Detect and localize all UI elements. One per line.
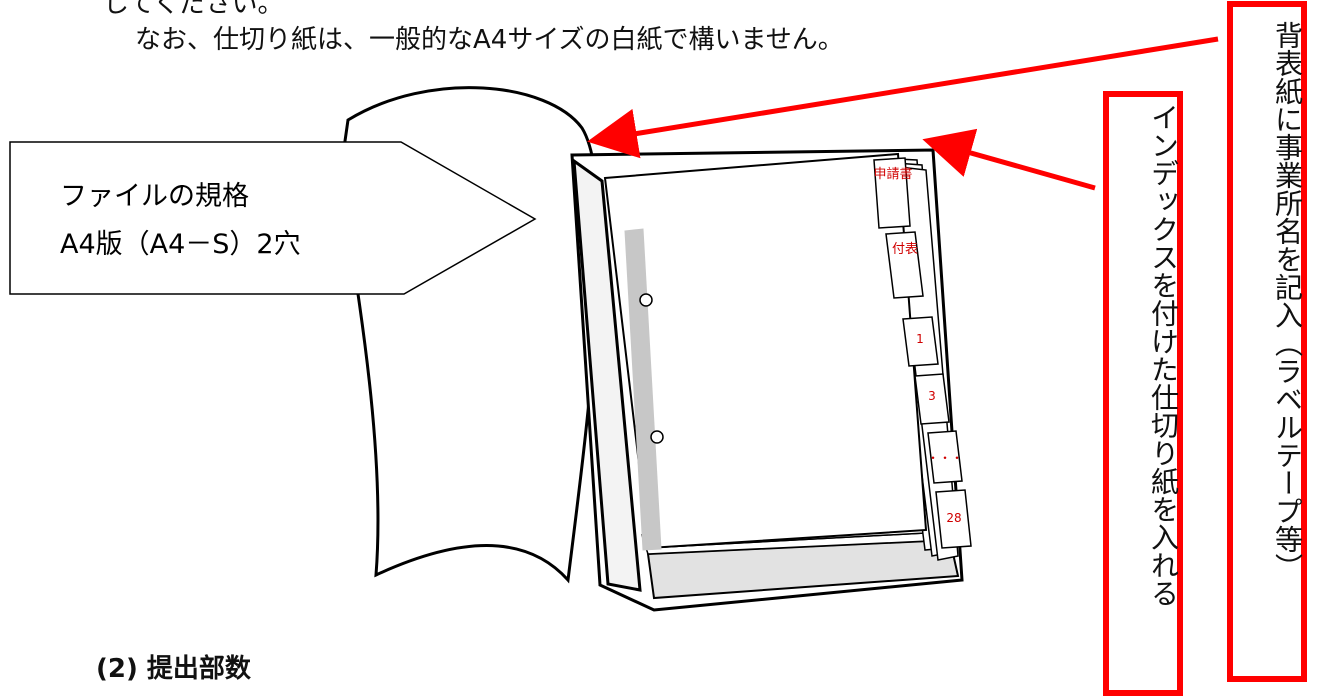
tab-fuhyo — [885, 231, 924, 299]
binding-strip — [624, 228, 662, 551]
tab-ellipsis — [927, 430, 963, 484]
tab-group: 申請書 付表 1 3 ・・・ 28 — [873, 157, 972, 549]
tab-ellipsis-label: ・・・ — [927, 451, 963, 465]
index-label-text: インデックスを付けた仕切り紙を入れる — [1147, 103, 1180, 607]
binder-spine — [572, 157, 642, 592]
tab-fuhyo-label: 付表 — [892, 242, 918, 257]
tab-shinseisho-label: 申請書 — [873, 167, 912, 182]
binding-hole-top — [639, 293, 653, 307]
file-spec-callout-line-1: ファイルの規格 — [60, 181, 249, 212]
section-heading: (2) 提出部数 — [96, 654, 251, 684]
file-spec-callout-line-2: A4版（A4－S）2穴 — [60, 229, 301, 260]
front-sheet — [603, 152, 928, 550]
tab-shinseisho — [873, 157, 911, 229]
document-top-partial-line: してください。 — [103, 0, 284, 19]
file-spec-callout — [9, 141, 537, 295]
tab-1-label: 1 — [916, 332, 924, 346]
back-label-box: 背表紙に事業所名を記入（ラベルテープ等） — [1227, 1, 1307, 682]
tab-1 — [902, 316, 939, 367]
tab-3 — [914, 373, 950, 425]
back-label-arrow — [587, 36, 1219, 159]
index-label-box: インデックスを付けた仕切り紙を入れる — [1103, 91, 1183, 696]
tab-28 — [935, 489, 972, 549]
back-label-text: 背表紙に事業所名を記入（ラベルテープ等） — [1271, 21, 1304, 581]
tab-28-label: 28 — [946, 511, 961, 525]
document-instruction-line: なお、仕切り紙は、一般的なA4サイズの白紙で構いません。 — [135, 25, 844, 55]
tab-3-label: 3 — [928, 389, 936, 403]
binding-hole-bottom — [650, 430, 664, 444]
index-label-arrow — [922, 128, 1096, 191]
